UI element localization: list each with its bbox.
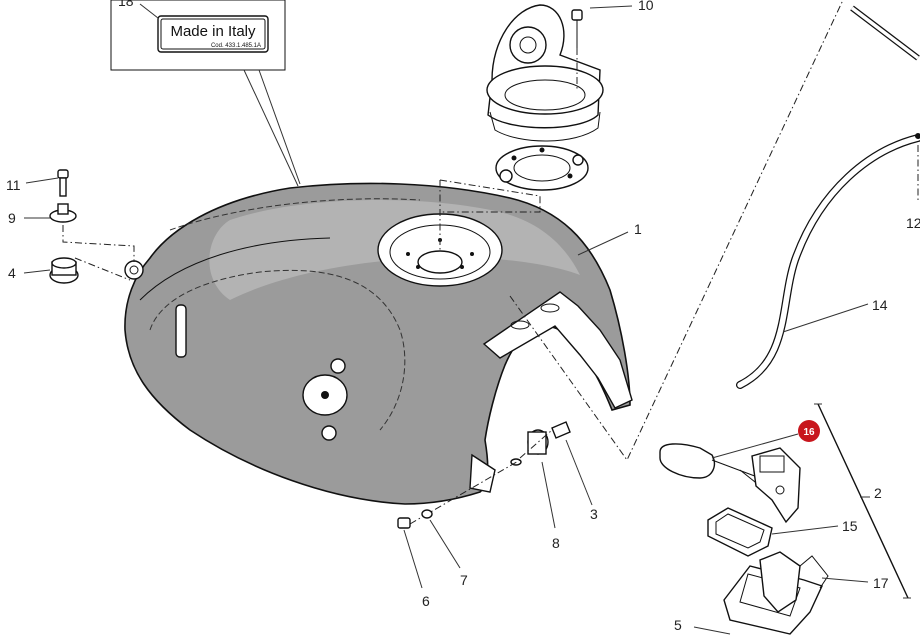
callout-15: 15 [842, 518, 858, 534]
callout-17: 17 [873, 575, 889, 591]
callout-2: 2 [874, 485, 882, 501]
callout-7: 7 [460, 572, 468, 588]
callout-3: 3 [590, 506, 598, 522]
fuel-pump-group: 2 16 15 17 5 [659, 403, 911, 635]
callout-11: 11 [6, 177, 21, 193]
callout-18: 18 [118, 0, 134, 9]
callout-12: 12 [906, 215, 920, 231]
callout-5: 5 [674, 617, 682, 633]
callout-8: 8 [552, 535, 560, 551]
breather-hose: 14 12 [736, 5, 920, 389]
fuel-tank [124, 182, 633, 505]
rear-mount-hardware: 3 8 7 6 [397, 421, 598, 609]
decal-title: Made in Italy [170, 23, 256, 40]
filler-cap-assembly: 10 [486, 0, 654, 142]
label-decal-box: Made in Italy Cod. 433.1.485.1A 18 [110, 0, 301, 187]
callout-10: 10 [638, 0, 654, 13]
callout-16-badge [798, 420, 820, 442]
decal-code: Cod. 433.1.485.1A [211, 43, 261, 49]
callout-6: 6 [422, 593, 430, 609]
callout-4: 4 [8, 265, 16, 281]
callout-14: 14 [872, 297, 888, 313]
front-mount-hardware: 11 9 4 [6, 169, 135, 284]
callout-1: 1 [634, 221, 642, 237]
filler-gasket [495, 145, 589, 191]
callout-9: 9 [8, 210, 16, 226]
callout-16: 16 [803, 427, 815, 438]
